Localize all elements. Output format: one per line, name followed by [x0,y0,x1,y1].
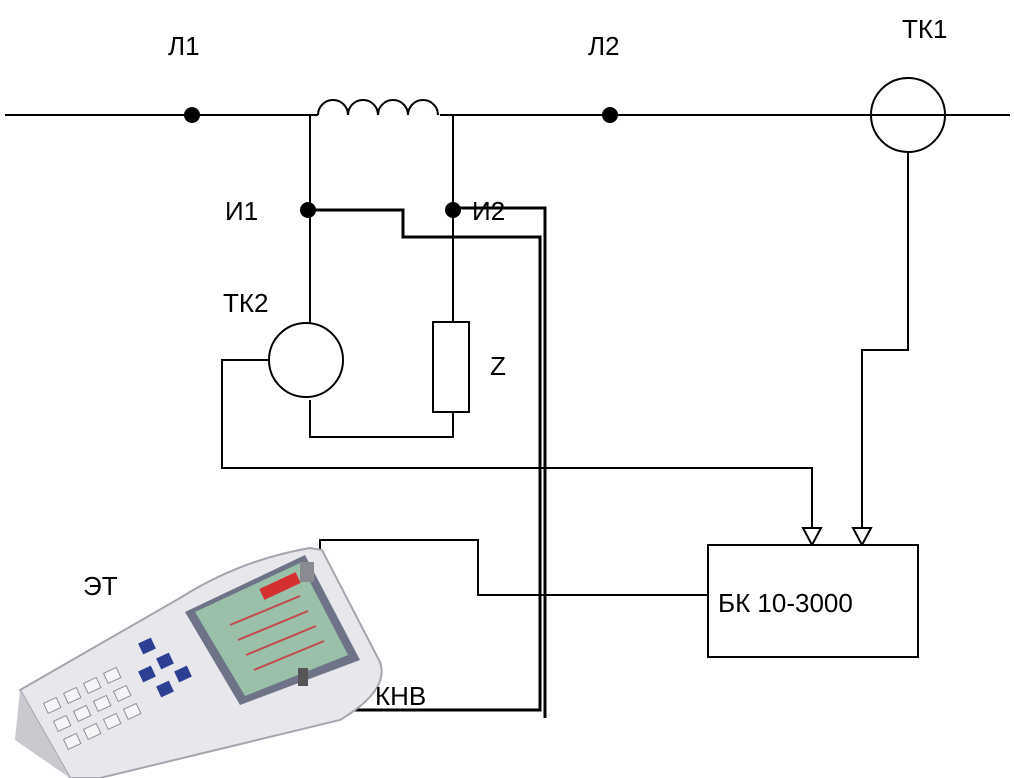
label-cable: КНВ [375,681,426,711]
label-impedance: Z [490,351,506,381]
measure-wire-1 [305,208,542,712]
device-screen-line-2 [237,610,309,641]
label-meter-point-2: И2 [472,196,505,226]
device-illustration [15,546,383,778]
device-key-dark-3 [138,665,156,683]
label-block: БК 10-3000 [718,588,853,618]
clamp-1-arrow [851,527,873,548]
line-point-2-dot [602,107,618,123]
branch-bottom-loop [309,400,454,438]
device-connector-top [300,562,314,582]
block-box [707,544,919,658]
device-key-dark-2 [156,652,174,670]
label-clamp-2: ТК2 [223,288,269,318]
device-keypad [42,666,142,751]
line-point-1-dot [184,107,200,123]
impedance-rect [432,321,470,413]
measure-wire-2 [453,206,547,718]
label-meter-point-1: И1 [225,196,258,226]
clamp-1-lead [861,152,909,538]
device-screen-line-3 [245,625,317,656]
block-to-device-wire [319,539,708,596]
device-screen-line-4 [253,640,325,671]
inductor-coil [317,99,439,116]
label-line-point-2: Л2 [588,31,620,61]
device-screen [195,563,348,696]
clamp-2-lead [221,359,813,538]
clamp-2-arrow [801,527,823,548]
meter-point-2-dot [445,202,461,218]
device-key-dark-5 [156,680,174,698]
device-key-dark-4 [174,665,192,683]
device-connector-bottom [298,668,308,686]
meter-point-1-dot [300,202,316,218]
label-line-point-1: Л1 [168,31,200,61]
label-clamp-1: ТК1 [902,14,948,44]
device-key-dark-1 [138,637,156,655]
device-screen-line-1 [229,595,301,626]
label-device: ЭТ [83,571,118,601]
device-side [15,690,70,778]
device-screen-logo [259,572,301,600]
clamp-2-circle [268,322,344,398]
